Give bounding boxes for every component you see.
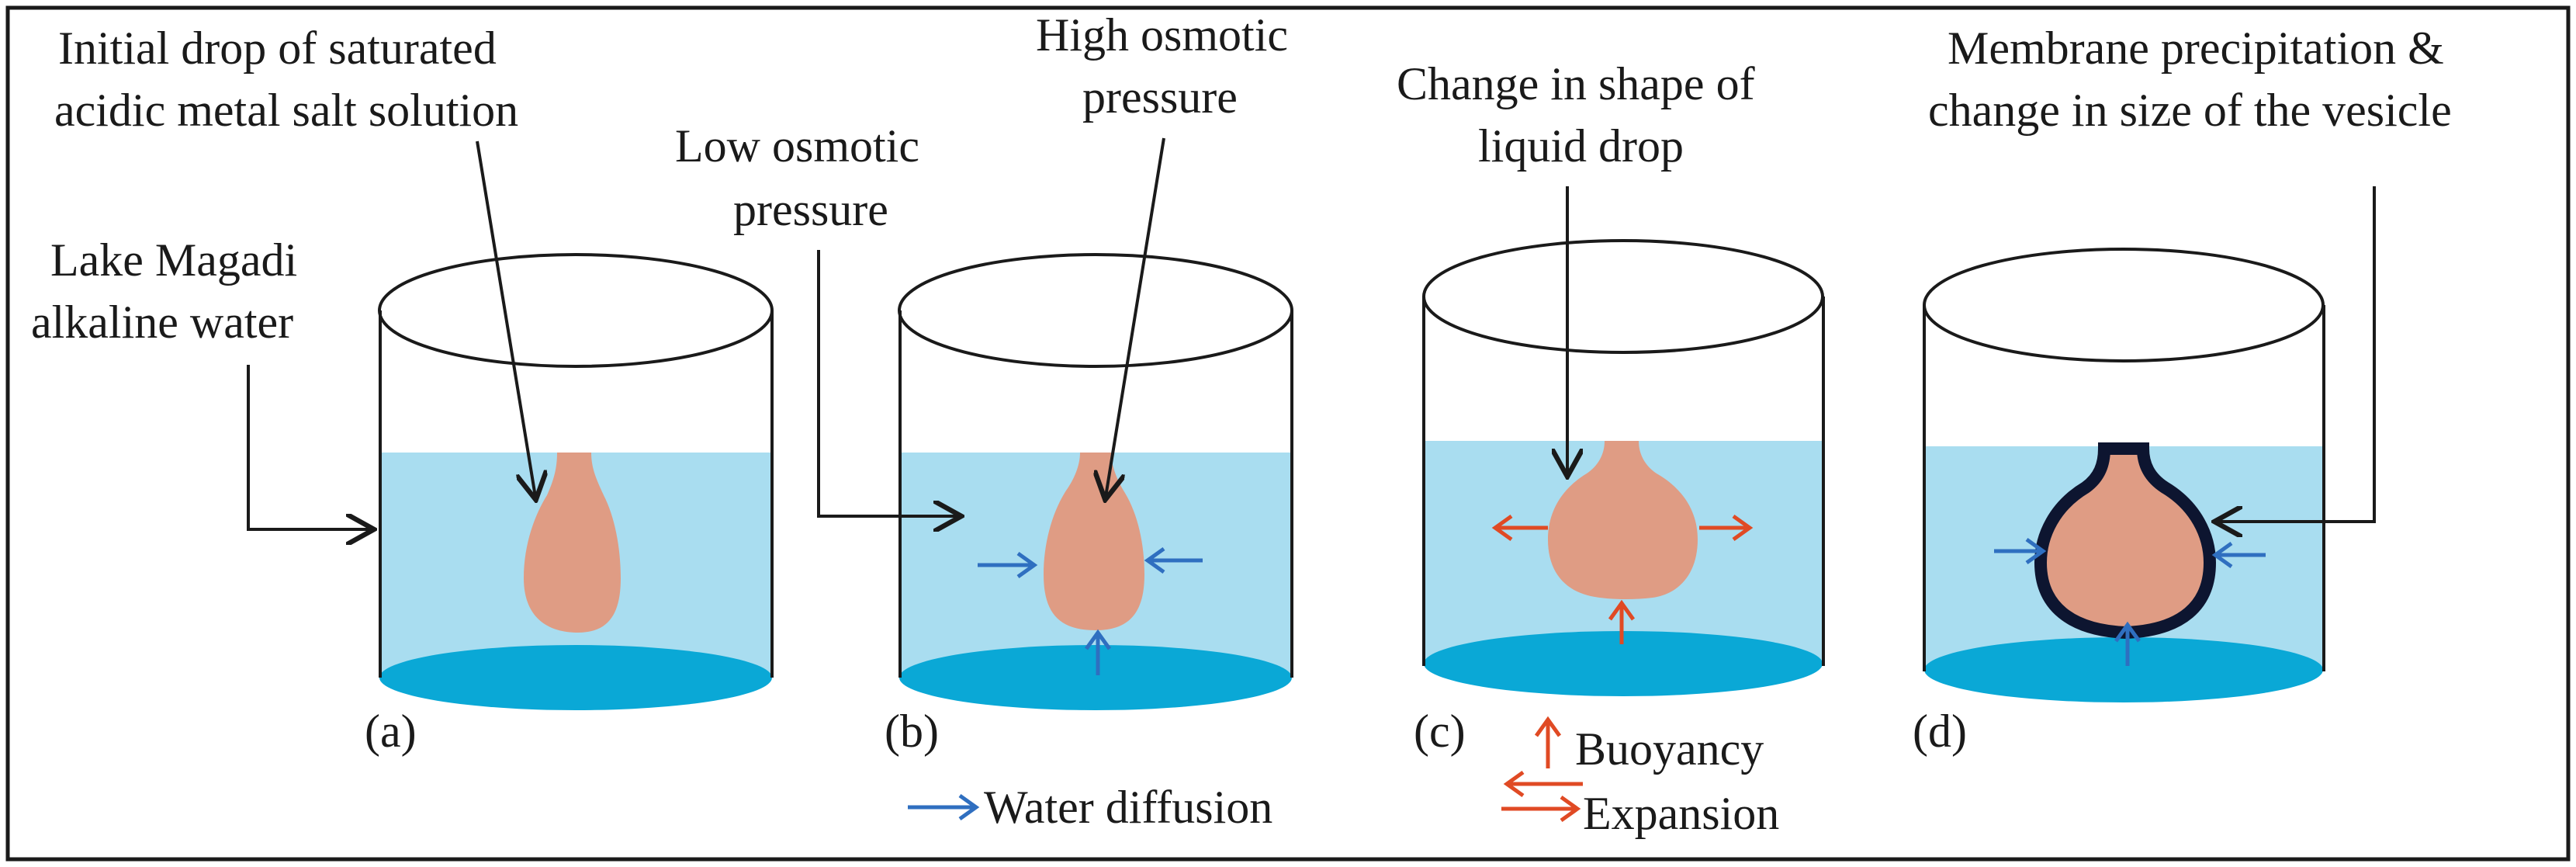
panel-label-c: (c) bbox=[1414, 706, 1466, 757]
label-low-osmotic-line2: pressure bbox=[733, 184, 888, 235]
arrow-initial-drop bbox=[476, 140, 535, 497]
legend-expansion-label: Expansion bbox=[1583, 788, 1779, 839]
figure-frame bbox=[5, 5, 2571, 862]
arrow-membrane bbox=[2218, 186, 2376, 522]
drop-c bbox=[1548, 441, 1698, 600]
label-initial-drop-line1: Initial drop of saturated bbox=[58, 23, 497, 74]
label-membrane-line2: change in size of the vesicle bbox=[1928, 85, 2452, 136]
beaker-b bbox=[898, 253, 1293, 710]
pointer-arrows bbox=[247, 137, 2376, 529]
arrow-high-osmotic bbox=[1106, 137, 1165, 497]
legend-buoyancy-label: Buoyancy bbox=[1575, 723, 1764, 775]
label-high-osmotic-line2: pressure bbox=[1082, 71, 1238, 123]
beaker-d bbox=[1923, 248, 2325, 702]
beaker-rim-a bbox=[378, 253, 774, 368]
legend-water-diffusion-label: Water diffusion bbox=[984, 782, 1272, 833]
arrow-lake bbox=[247, 365, 371, 529]
legend-buoyancy-icon bbox=[1534, 716, 1562, 768]
label-membrane-line1: Membrane precipitation & bbox=[1948, 23, 2444, 74]
beaker-rim-c bbox=[1422, 239, 1824, 354]
base-c bbox=[1424, 631, 1823, 696]
panel-label-a: (a) bbox=[365, 706, 417, 757]
blue-arrows-d bbox=[1994, 537, 2266, 666]
label-initial-drop-line2: acidic metal salt solution bbox=[54, 85, 518, 136]
label-high-osmotic-line1: High osmotic bbox=[1036, 9, 1288, 61]
beaker-rim-d bbox=[1923, 248, 2325, 362]
panel-label-d: (d) bbox=[1913, 706, 1967, 757]
panel-label-b: (b) bbox=[885, 706, 939, 757]
label-lake-line1: Lake Magadi bbox=[50, 234, 297, 286]
legend-expansion-icon bbox=[1501, 770, 1583, 823]
beaker-a bbox=[378, 253, 774, 710]
blue-arrows-b bbox=[978, 546, 1203, 675]
red-arrows-c bbox=[1491, 514, 1754, 644]
base-b bbox=[899, 645, 1292, 710]
arrow-low-osmotic bbox=[817, 250, 958, 516]
base-d bbox=[1924, 637, 2323, 702]
legend-water-diffusion-icon bbox=[908, 793, 980, 821]
label-shape-line1: Change in shape of bbox=[1397, 58, 1755, 109]
label-low-osmotic-line1: Low osmotic bbox=[675, 120, 919, 172]
label-lake-line2: alkaline water bbox=[31, 297, 293, 348]
beaker-rim-b bbox=[898, 253, 1293, 368]
base-a bbox=[379, 645, 772, 710]
label-shape-line2: liquid drop bbox=[1478, 120, 1684, 172]
